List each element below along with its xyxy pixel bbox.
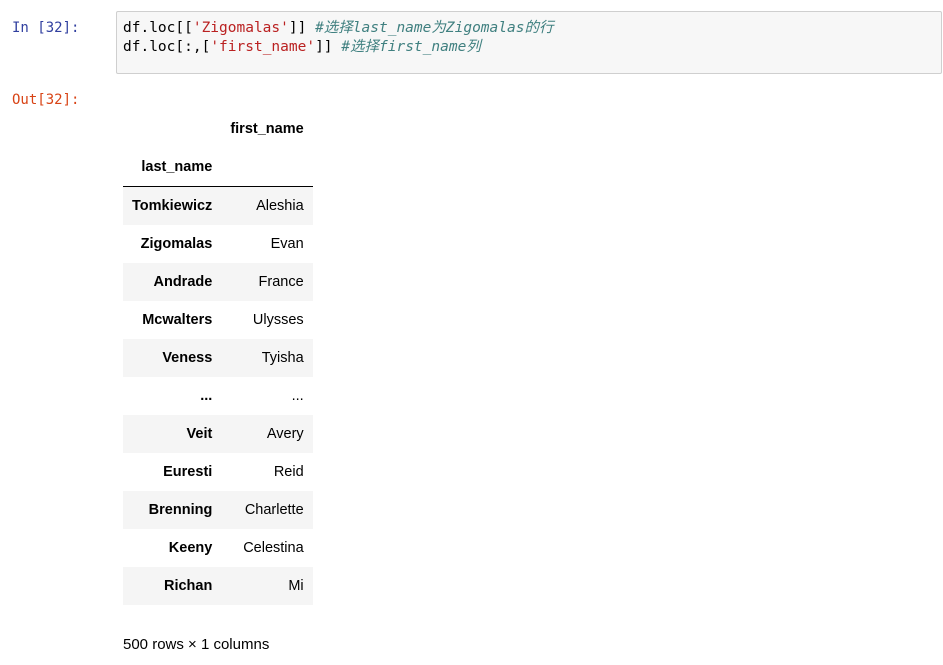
table-row: Euresti Reid	[123, 453, 313, 491]
row-value: Aleshia	[256, 197, 304, 214]
table-row: Richan Mi	[123, 566, 313, 605]
row-index: Veness	[162, 349, 213, 366]
row-index: Mcwalters	[142, 311, 213, 328]
row-index: Keeny	[168, 539, 213, 556]
row-value: Tyisha	[261, 349, 304, 366]
row-index: ...	[200, 387, 213, 404]
table-row: Zigomalas Evan	[123, 225, 313, 263]
output-area: first_name last_name Tomkiewicz Aleshia Z…	[123, 110, 313, 605]
header-corner	[123, 110, 221, 148]
row-index: Veit	[186, 425, 213, 442]
row-value: Mi	[288, 577, 304, 594]
code-cell[interactable]: df.loc[['Zigomalas']] #选择last_name为Zigom…	[116, 11, 942, 74]
table-row: Tomkiewicz Aleshia	[123, 186, 313, 225]
table-row: Keeny Celestina	[123, 529, 313, 567]
dataframe-table: first_name last_name Tomkiewicz Aleshia Z…	[123, 110, 313, 605]
row-index: Zigomalas	[140, 235, 213, 252]
row-value: France	[258, 273, 304, 290]
column-header: first_name	[230, 121, 304, 137]
row-value: Evan	[270, 235, 304, 252]
row-value: Celestina	[243, 539, 304, 556]
output-prompt: Out[32]:	[12, 92, 80, 108]
table-row: Veit Avery	[123, 414, 313, 453]
row-index: Tomkiewicz	[132, 197, 213, 214]
code-line-2: df.loc[:,['first_name']] #选择first_name列	[123, 38, 935, 57]
code-string: 'Zigomalas'	[192, 20, 289, 36]
column-header-row: first_name	[123, 110, 313, 148]
row-value: ...	[291, 387, 304, 404]
input-prompt: In [32]:	[12, 20, 80, 36]
table-row-ellipsis: ......	[123, 377, 313, 415]
code-text: ]]	[288, 20, 307, 36]
index-name-blank	[221, 148, 313, 187]
row-value: Avery	[266, 425, 304, 442]
row-index: Richan	[163, 577, 213, 594]
table-row: Andrade France	[123, 262, 313, 301]
row-index: Andrade	[153, 273, 213, 290]
code-text: ]]	[315, 39, 333, 55]
table-row: Mcwalters Ulysses	[123, 301, 313, 339]
table-row: Veness Tyisha	[123, 338, 313, 377]
row-index: Euresti	[163, 463, 213, 480]
row-value: Ulysses	[252, 311, 304, 328]
code-text: df.loc[[	[123, 20, 193, 36]
row-value: Reid	[273, 463, 304, 480]
code-string: 'first_name'	[210, 39, 316, 55]
index-name: last_name	[123, 148, 222, 187]
code-line-1: df.loc[['Zigomalas']] #选择last_name为Zigom…	[123, 19, 935, 38]
code-text: df.loc[:,[	[123, 39, 211, 55]
code-comment: #选择first_name列	[341, 39, 481, 55]
index-name-row: last_name	[123, 148, 313, 187]
row-index: Brenning	[148, 501, 213, 518]
code-comment: #选择last_name为Zigomalas的行	[315, 20, 554, 36]
table-row: Brenning Charlette	[123, 490, 313, 529]
shape-note: 500 rows × 1 columns	[123, 636, 270, 653]
row-value: Charlette	[244, 501, 304, 518]
